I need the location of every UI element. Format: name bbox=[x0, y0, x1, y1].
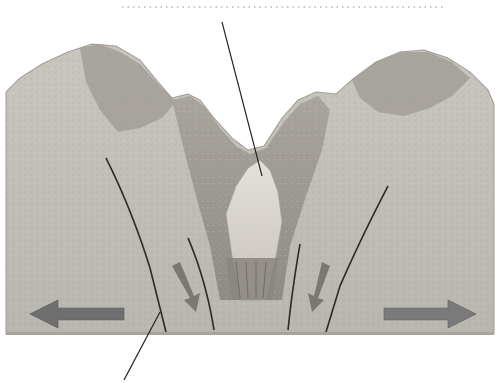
base-edge bbox=[6, 332, 494, 335]
magma-chamber bbox=[226, 258, 278, 300]
